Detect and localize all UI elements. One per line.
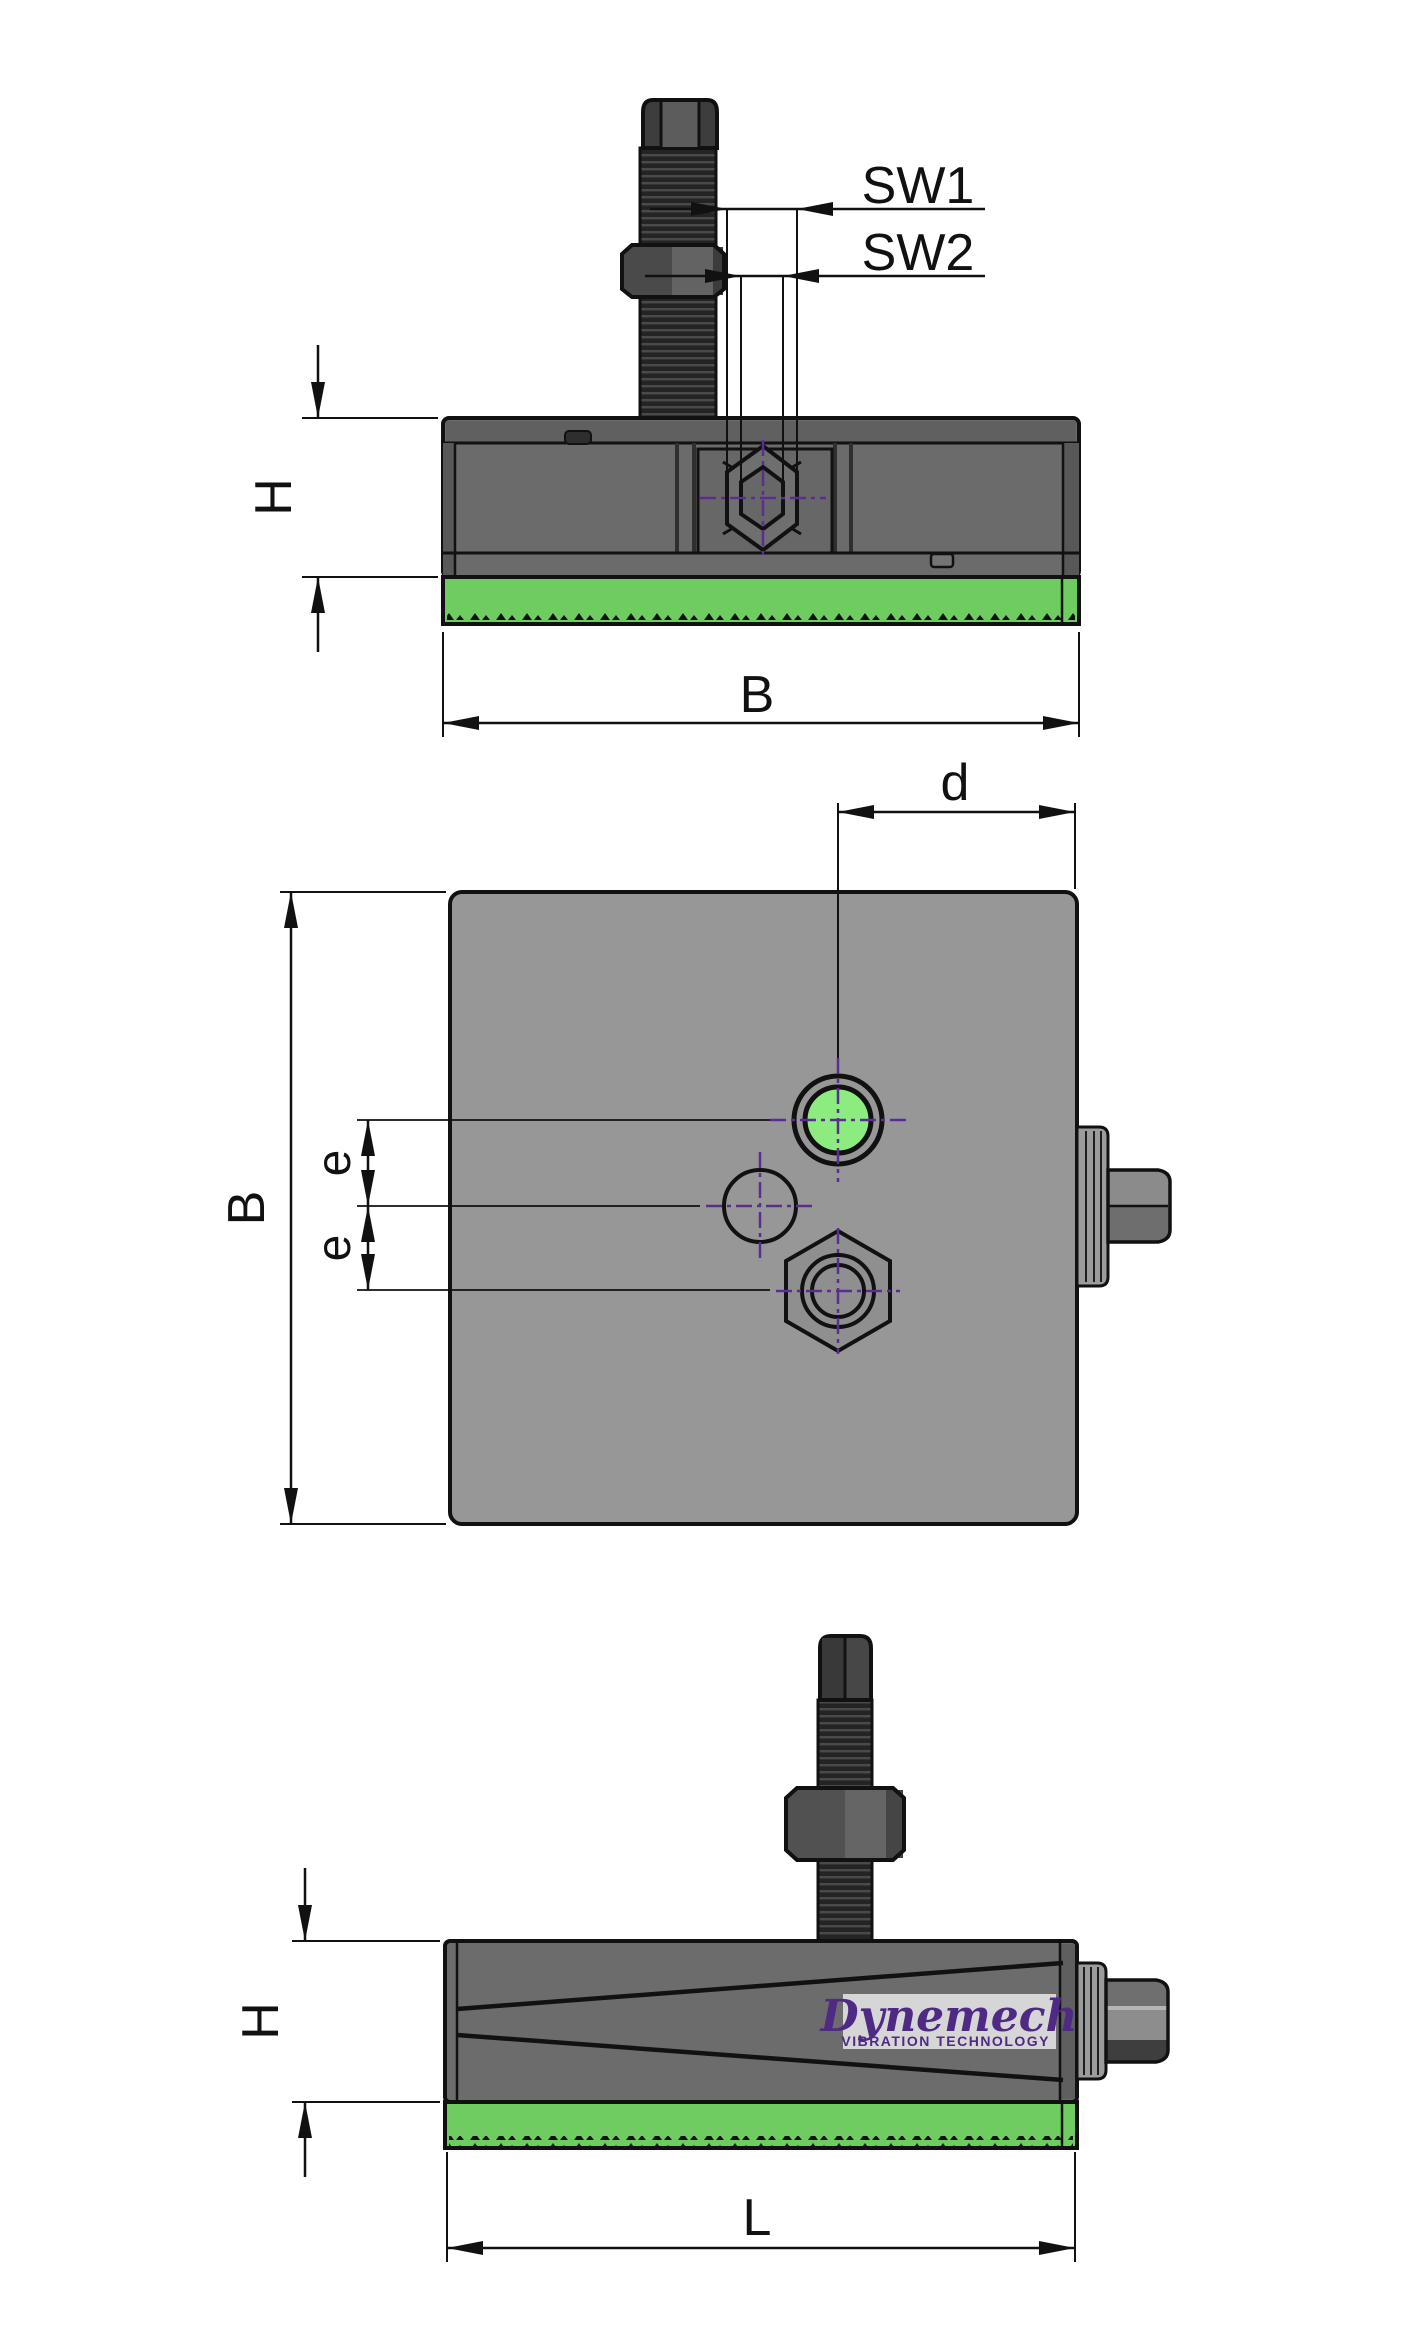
b-front-label: B	[740, 666, 775, 724]
dynemech-logo: Dynemech VIBRATION TECHNOLOGY	[818, 1991, 1078, 2049]
side-wedge-line-lower	[456, 2032, 1064, 2083]
sw1-arrow-left	[691, 202, 727, 216]
side-pad-teeth	[449, 2136, 1073, 2146]
d-label: d	[941, 754, 970, 812]
front-stud-head-facet-lines	[659, 101, 701, 148]
plan-side-tab	[1075, 1125, 1110, 1288]
e-lower-label: e	[308, 1235, 361, 1262]
front-lock-nut	[620, 243, 726, 299]
side-dim-h: H	[232, 1868, 440, 2177]
sw2-label: SW2	[862, 224, 975, 282]
front-left-wall	[443, 443, 455, 577]
side-wedge-line-upper	[456, 1960, 1064, 2012]
front-dim-sw2: SW2	[645, 224, 985, 497]
plan-green-hole	[770, 1058, 906, 1182]
side-wall-lines	[455, 1941, 1062, 2102]
front-pad-teeth	[447, 612, 1075, 622]
b-front-arrow-right	[1043, 716, 1079, 730]
b-plan-arrow-top	[284, 892, 298, 928]
h-side-label: H	[232, 2002, 290, 2040]
h-side-arrow-top	[298, 1905, 312, 1941]
front-bottom-notch	[929, 552, 955, 569]
logo-name-text: Dynemech	[818, 1991, 1077, 2042]
b-front-arrow-left	[443, 716, 479, 730]
logo-tagline-text: VIBRATION TECHNOLOGY	[841, 2033, 1050, 2049]
front-right-wall	[1063, 443, 1079, 577]
front-dim-b: B	[442, 632, 1080, 737]
side-dim-l: L	[446, 2152, 1076, 2262]
d-arrow-left	[838, 805, 874, 819]
logo-background	[843, 1994, 1056, 2049]
front-dim-sw1: SW1	[650, 157, 985, 490]
e-upper-label: e	[308, 1150, 361, 1177]
plan-side-tab-lines	[1085, 1131, 1102, 1282]
plan-side-hex-bolt	[1106, 1168, 1172, 1244]
h-front-label: H	[245, 478, 303, 516]
h-front-arrow-bottom	[311, 577, 325, 613]
plan-plain-hole	[706, 1152, 814, 1260]
front-wall-lines	[453, 443, 1065, 577]
side-tab-lines	[1083, 1967, 1099, 2075]
plan-view: d e e B	[218, 754, 1172, 1526]
plan-hex-nut	[776, 1228, 900, 1354]
sw1-arrow-right	[797, 202, 833, 216]
front-stud-head-facet	[661, 102, 699, 147]
sw1-label: SW1	[862, 157, 975, 215]
sw2-arrow-right	[783, 269, 819, 283]
l-arrow-left	[447, 2241, 483, 2255]
front-top-strip	[446, 421, 1076, 443]
plan-dim-e: e e	[308, 1120, 375, 1290]
l-arrow-right	[1039, 2241, 1075, 2255]
e1-arrow-top	[361, 1120, 375, 1156]
front-panel-grooves	[675, 443, 853, 553]
e1-arrow-bottom	[361, 1170, 375, 1206]
b-plan-arrow-bottom	[284, 1488, 298, 1524]
plan-dim-b: B	[218, 891, 446, 1525]
side-lock-nut	[784, 1786, 906, 1862]
side-view: Dynemech VIBRATION TECHNOLOGY H	[232, 1634, 1170, 2262]
e2-arrow-top	[361, 1206, 375, 1242]
side-hex-bolt	[1104, 1978, 1170, 2064]
side-right-wall	[1060, 1944, 1075, 2099]
d-arrow-right	[1039, 805, 1075, 819]
front-view: SW1 SW2 H B	[245, 98, 1081, 737]
l-label: L	[743, 2189, 772, 2247]
front-top-notch	[564, 430, 592, 445]
h-side-arrow-bottom	[298, 2102, 312, 2138]
side-stud-head-facet	[822, 1638, 845, 1698]
h-front-arrow-top	[311, 382, 325, 418]
b-plan-label: B	[218, 1191, 276, 1226]
e2-arrow-bottom	[361, 1254, 375, 1290]
sw2-arrow-left	[705, 269, 741, 283]
plan-dim-d: d	[837, 754, 1076, 1058]
plan-feature-extension-lines	[357, 1119, 780, 1291]
front-dim-h: H	[245, 345, 438, 652]
